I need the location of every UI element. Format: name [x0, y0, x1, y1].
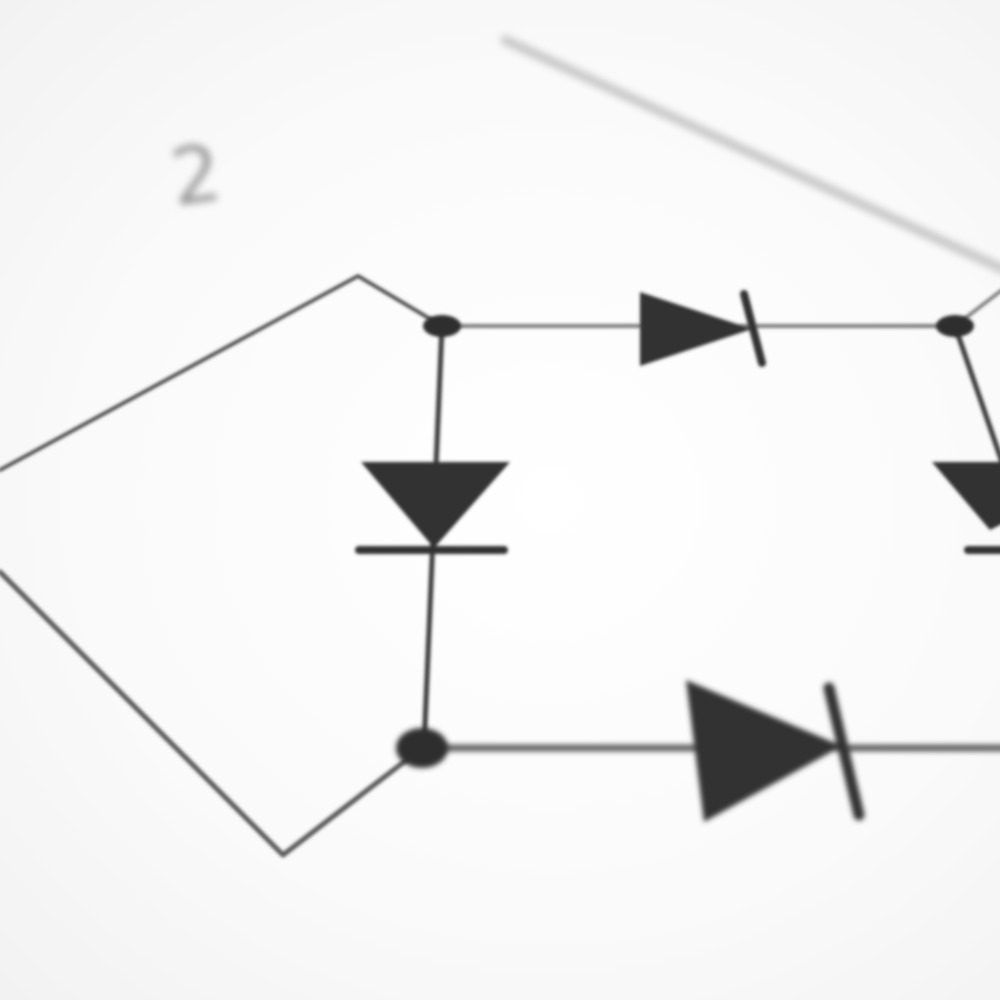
diode-d1	[640, 290, 766, 367]
wire-upper-left	[0, 274, 444, 472]
node-n2	[936, 315, 974, 337]
diode-d2-anode	[361, 462, 510, 548]
diode-d1-cathode-bar	[740, 290, 766, 367]
left-branch	[355, 323, 510, 751]
wire-right-vertical	[952, 323, 1000, 464]
diode-d3-anode	[686, 680, 842, 822]
bottom-branch	[418, 680, 1000, 822]
wire-lower-left	[0, 569, 425, 858]
pointer-line	[500, 35, 1000, 273]
diode-d3-cathode-bar	[823, 682, 865, 821]
node-n1	[423, 315, 461, 337]
diode-d3	[686, 680, 865, 822]
diode-d2	[355, 462, 510, 554]
node-n3	[396, 728, 448, 768]
right-branch	[932, 323, 1000, 554]
top-branch	[440, 290, 957, 367]
junction-nodes	[396, 315, 974, 768]
annotation-label: 2	[165, 128, 227, 224]
diode-d4	[932, 462, 1000, 554]
diode-d4-anode	[932, 462, 1000, 530]
diode-d1-anode	[640, 292, 752, 366]
